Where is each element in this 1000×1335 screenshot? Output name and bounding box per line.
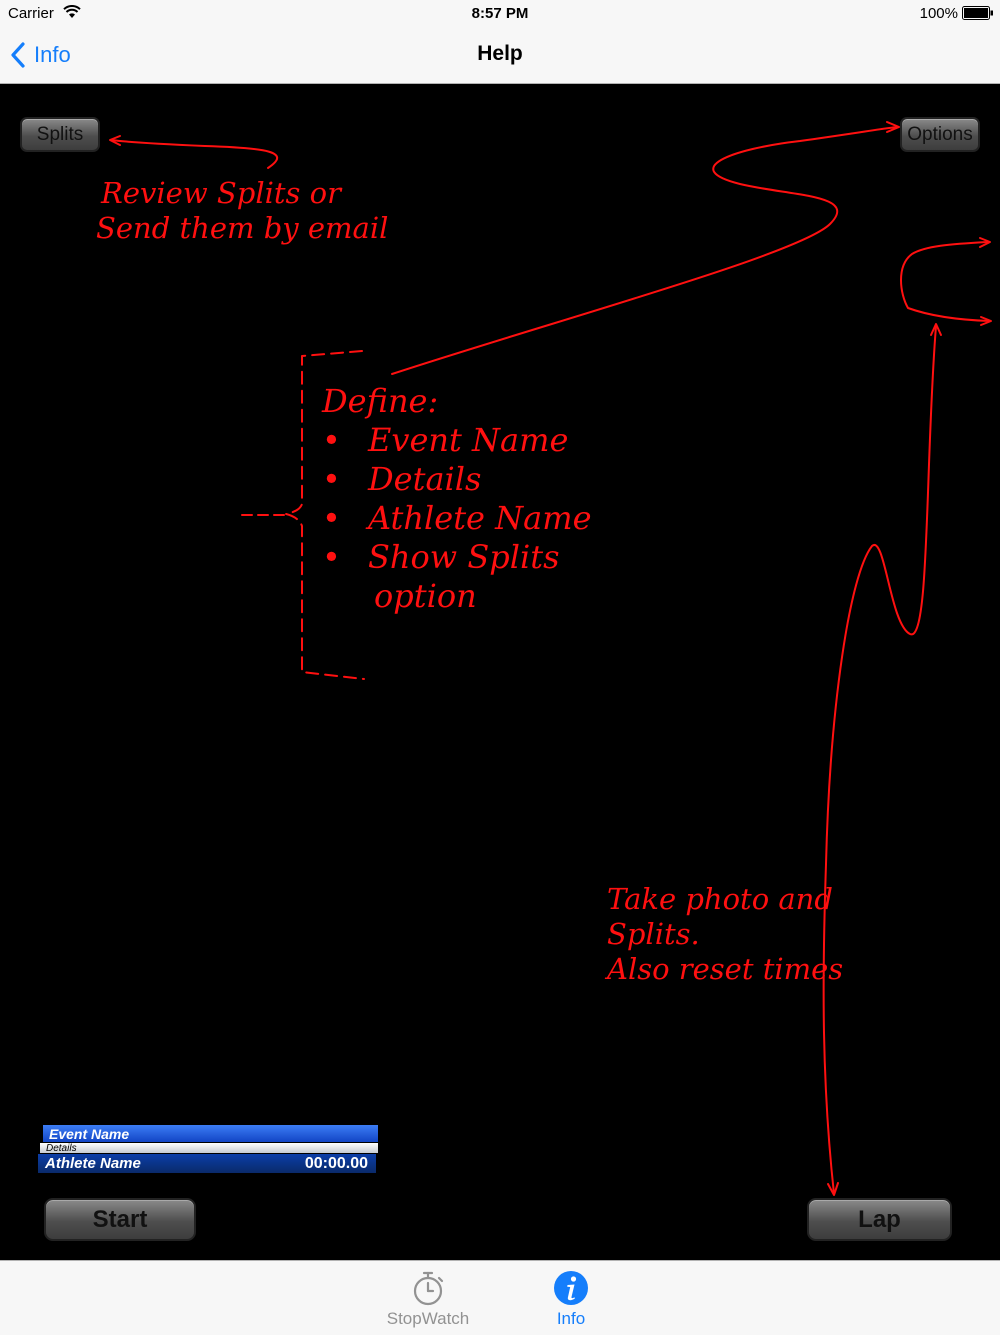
clock-label: 8:57 PM: [471, 5, 529, 22]
right-upper-arrow: [900, 241, 991, 322]
bullet: •: [322, 460, 341, 498]
splits-note-line: Send them by email: [96, 211, 389, 245]
lap-arrowhead-top: [930, 323, 942, 336]
splits-arrowhead: [109, 135, 121, 146]
back-button-label: Info: [34, 42, 71, 67]
define-item: • Event Name: [322, 421, 592, 460]
wifi-icon: [63, 5, 81, 18]
athlete-name-label: Athlete Name: [45, 1155, 141, 1172]
annotation-arrows: [109, 121, 992, 1196]
athlete-row: Athlete Name 00:00.00: [38, 1154, 376, 1173]
define-item: • Details: [322, 460, 592, 499]
info-icon: [554, 1271, 588, 1305]
tab-bar: StopWatch Info: [0, 1260, 1000, 1335]
lap-note: Take photo and Splits. Also reset times: [607, 882, 843, 987]
tab-info[interactable]: Info: [516, 1261, 626, 1335]
details-label: Details: [40, 1143, 378, 1154]
options-button[interactable]: Options: [900, 117, 980, 152]
back-button[interactable]: Info: [10, 38, 71, 72]
define-item-label: Show Splits: [368, 538, 560, 576]
status-bar: Carrier 8:57 PM 100%: [0, 0, 1000, 28]
define-item-continuation: option: [374, 577, 477, 615]
options-arrow: [391, 126, 898, 375]
lap-arrow: [822, 325, 937, 1195]
lap-button[interactable]: Lap: [807, 1198, 952, 1241]
define-item: • Show Splits: [322, 538, 592, 577]
page-title: Help: [477, 42, 523, 65]
chevron-left-icon: [11, 42, 25, 68]
splits-button[interactable]: Splits: [20, 117, 100, 152]
right-lower-arrowhead: [980, 316, 992, 326]
define-item-label: Event Name: [368, 421, 569, 459]
tab-stopwatch[interactable]: StopWatch: [373, 1261, 483, 1335]
define-item-label: Athlete Name: [368, 499, 592, 537]
lap-arrowhead-bottom: [827, 1182, 839, 1196]
splits-arrow: [111, 139, 279, 169]
scoreboard[interactable]: Event Name Details Athlete Name 00:00.00: [38, 1125, 378, 1173]
stopwatch-icon: [413, 1271, 444, 1306]
event-name-label: Event Name: [43, 1125, 378, 1142]
right-upper-arrowhead: [979, 237, 991, 248]
battery-percent: 100%: [919, 5, 958, 22]
define-item-label: Details: [368, 460, 482, 498]
options-arrowhead: [886, 121, 900, 133]
splits-note-line: Review Splits or: [101, 176, 341, 210]
bullet: •: [322, 499, 341, 537]
carrier-label: Carrier: [8, 5, 54, 22]
bullet: •: [322, 421, 341, 459]
tab-info-label: Info: [556, 1309, 586, 1328]
define-title: Define:: [322, 382, 439, 420]
navigation-bar: Info Help: [0, 28, 1000, 84]
bullet: •: [322, 538, 341, 576]
define-item: • Athlete Name: [322, 499, 592, 538]
options-note: Define: • Event Name • Details • Athlete…: [322, 382, 592, 616]
battery-icon: [962, 6, 993, 20]
splits-note: Review Splits or Send them by email: [96, 176, 389, 246]
start-button[interactable]: Start: [44, 1198, 196, 1241]
lap-note-line: Also reset times: [607, 952, 844, 986]
help-overlay: Splits Options Review Splits or Send the…: [0, 84, 1000, 1260]
lap-note-line: Splits.: [607, 917, 700, 951]
elapsed-time: 00:00.00: [304, 1155, 368, 1172]
lap-note-line: Take photo and: [607, 882, 833, 916]
tab-stopwatch-label: StopWatch: [386, 1309, 470, 1328]
